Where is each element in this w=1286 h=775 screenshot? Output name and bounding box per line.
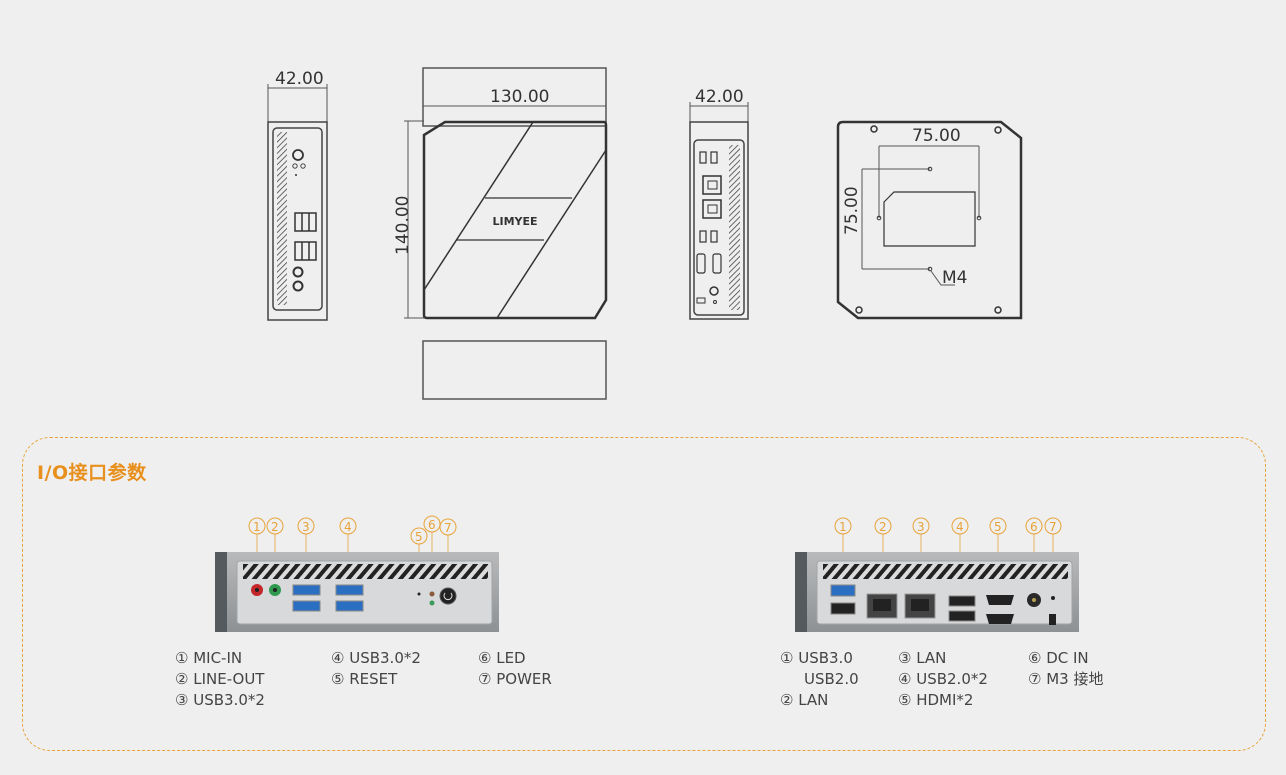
rear-legend-item: ⑥ DC IN	[1028, 649, 1089, 667]
side-profile-bottom	[422, 340, 607, 400]
front-legend-item: ② LINE-OUT	[175, 670, 265, 688]
svg-text:2: 2	[271, 520, 279, 534]
rear-legend-col-1: ① USB3.0 USB2.0 ② LAN	[780, 648, 859, 711]
front-legend-item: ③ USB3.0*2	[175, 691, 265, 709]
vesa-vertical-label: 75.00	[842, 186, 862, 235]
front-panel-image: 1 2 3 4 5 6 7	[215, 515, 499, 632]
hdmi-port-2	[986, 614, 1014, 624]
power-icon	[292, 149, 304, 161]
front-legend-col-3: ⑥ LED ⑦ POWER	[478, 648, 552, 690]
vesa-horizontal-label: 75.00	[912, 126, 961, 146]
rear-legend-col-2: ③ LAN ④ USB2.0*2 ⑤ HDMI*2	[898, 648, 988, 711]
top-view: 130.00 140.00 LIMYEE	[393, 67, 608, 400]
rear-legend-item: ⑦ M3 接地	[1028, 670, 1104, 688]
front-legend-item: ⑦ POWER	[478, 670, 552, 688]
reset-hole	[417, 592, 421, 596]
rear-legend-item: ① USB3.0	[780, 649, 853, 667]
svg-text:5: 5	[415, 530, 423, 544]
rear-legend-col-3: ⑥ DC IN ⑦ M3 接地	[1028, 648, 1103, 690]
front-side-view: 42.00	[267, 69, 328, 321]
front-legend-item: ⑥ LED	[478, 649, 526, 667]
rear-legend-item: ③ LAN	[898, 649, 947, 667]
led-indicator	[429, 591, 435, 597]
svg-text:3: 3	[302, 520, 310, 534]
bottom-vesa-view: 75.00 75.00 M4	[836, 120, 1023, 320]
front-legend-item: ⑤ RESET	[331, 670, 398, 688]
front-legend-item: ① MIC-IN	[175, 649, 243, 667]
rear-panel-image: 1 2 3 4 5 6 7	[795, 517, 1079, 632]
top-width-label: 130.00	[490, 87, 549, 107]
front-legend-col-2: ④ USB3.0*2 ⑤ RESET	[331, 648, 421, 690]
usb3-ports-b	[335, 584, 364, 612]
top-depth-label: 140.00	[393, 196, 413, 255]
rear-width-label: 42.00	[695, 87, 744, 107]
usb3-port	[830, 584, 856, 597]
front-width-label: 42.00	[275, 69, 324, 89]
svg-text:1: 1	[839, 520, 847, 534]
usb3-ports-a	[292, 584, 321, 612]
io-section-frame	[22, 437, 1266, 751]
dimension-drawings: 42.00 130.00 140.00 LIMYEE	[267, 67, 1023, 400]
usb2-ports	[948, 595, 976, 607]
svg-text:1: 1	[253, 520, 261, 534]
lock-slot	[1049, 614, 1056, 625]
rear-legend-item: USB2.0	[804, 670, 859, 688]
front-legend-col-1: ① MIC-IN ② LINE-OUT ③ USB3.0*2	[175, 648, 265, 711]
brand-logo: LIMYEE	[492, 215, 537, 228]
svg-text:6: 6	[1030, 520, 1038, 534]
ground-screw	[1051, 596, 1055, 600]
power-button	[439, 587, 457, 605]
svg-text:7: 7	[1049, 520, 1057, 534]
svg-text:3: 3	[917, 520, 925, 534]
svg-text:4: 4	[956, 520, 964, 534]
rear-legend-item: ② LAN	[780, 691, 829, 709]
rear-side-view: 42.00	[689, 87, 749, 320]
svg-text:4: 4	[344, 520, 352, 534]
svg-text:5: 5	[994, 520, 1002, 534]
rear-legend-item: ⑤ HDMI*2	[898, 691, 974, 709]
rear-legend-item: ④ USB2.0*2	[898, 670, 988, 688]
hdmi-port-1	[986, 595, 1014, 605]
svg-text:6: 6	[428, 518, 436, 532]
side-profile-top	[422, 67, 607, 127]
svg-text:2: 2	[879, 520, 887, 534]
front-legend-item: ④ USB3.0*2	[331, 649, 421, 667]
usb2-port	[830, 602, 856, 615]
svg-text:7: 7	[444, 521, 452, 535]
vesa-screw-label: M4	[942, 268, 967, 288]
io-section-title: I/O接口参数	[37, 462, 147, 484]
